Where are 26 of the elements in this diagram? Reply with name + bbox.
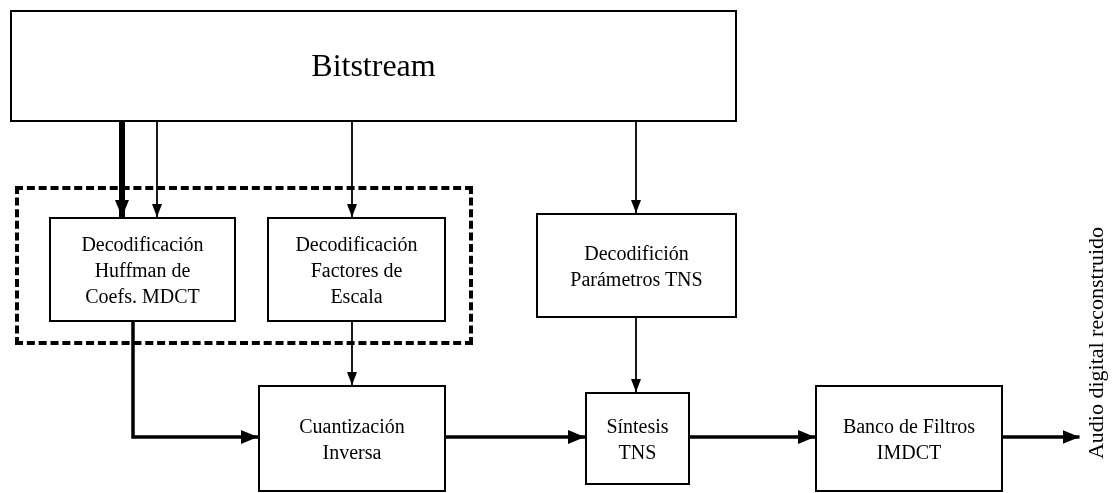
arrow	[115, 122, 129, 217]
output-label: Audio digital reconstruido	[1079, 194, 1112, 492]
process-box	[10, 10, 737, 122]
arrow	[152, 121, 162, 218]
box-label: Bitstream	[310, 46, 437, 86]
process-box	[258, 385, 446, 492]
box-label: Decodificación Huffman de Coefs. MDCT	[80, 231, 205, 309]
process-box	[585, 392, 690, 485]
arrow	[446, 430, 585, 444]
process-box	[536, 213, 737, 318]
box-label: Banco de Filtros IMDCT	[841, 413, 977, 465]
process-box	[267, 217, 446, 322]
arrow	[347, 321, 357, 386]
arrow	[347, 121, 357, 218]
arrow	[631, 121, 641, 214]
box-label: Decodifición Parámetros TNS	[569, 240, 704, 292]
arrow	[131, 322, 258, 444]
arrow	[690, 430, 815, 444]
process-box	[815, 385, 1003, 492]
arrow	[1003, 430, 1080, 444]
box-label: Cuantización Inversa	[298, 413, 406, 465]
box-label: Decodificación Factores de Escala	[294, 231, 419, 309]
box-label: Síntesis TNS	[605, 413, 670, 465]
arrow	[631, 317, 641, 393]
process-box	[49, 217, 236, 322]
dashed-group-box	[15, 186, 473, 345]
